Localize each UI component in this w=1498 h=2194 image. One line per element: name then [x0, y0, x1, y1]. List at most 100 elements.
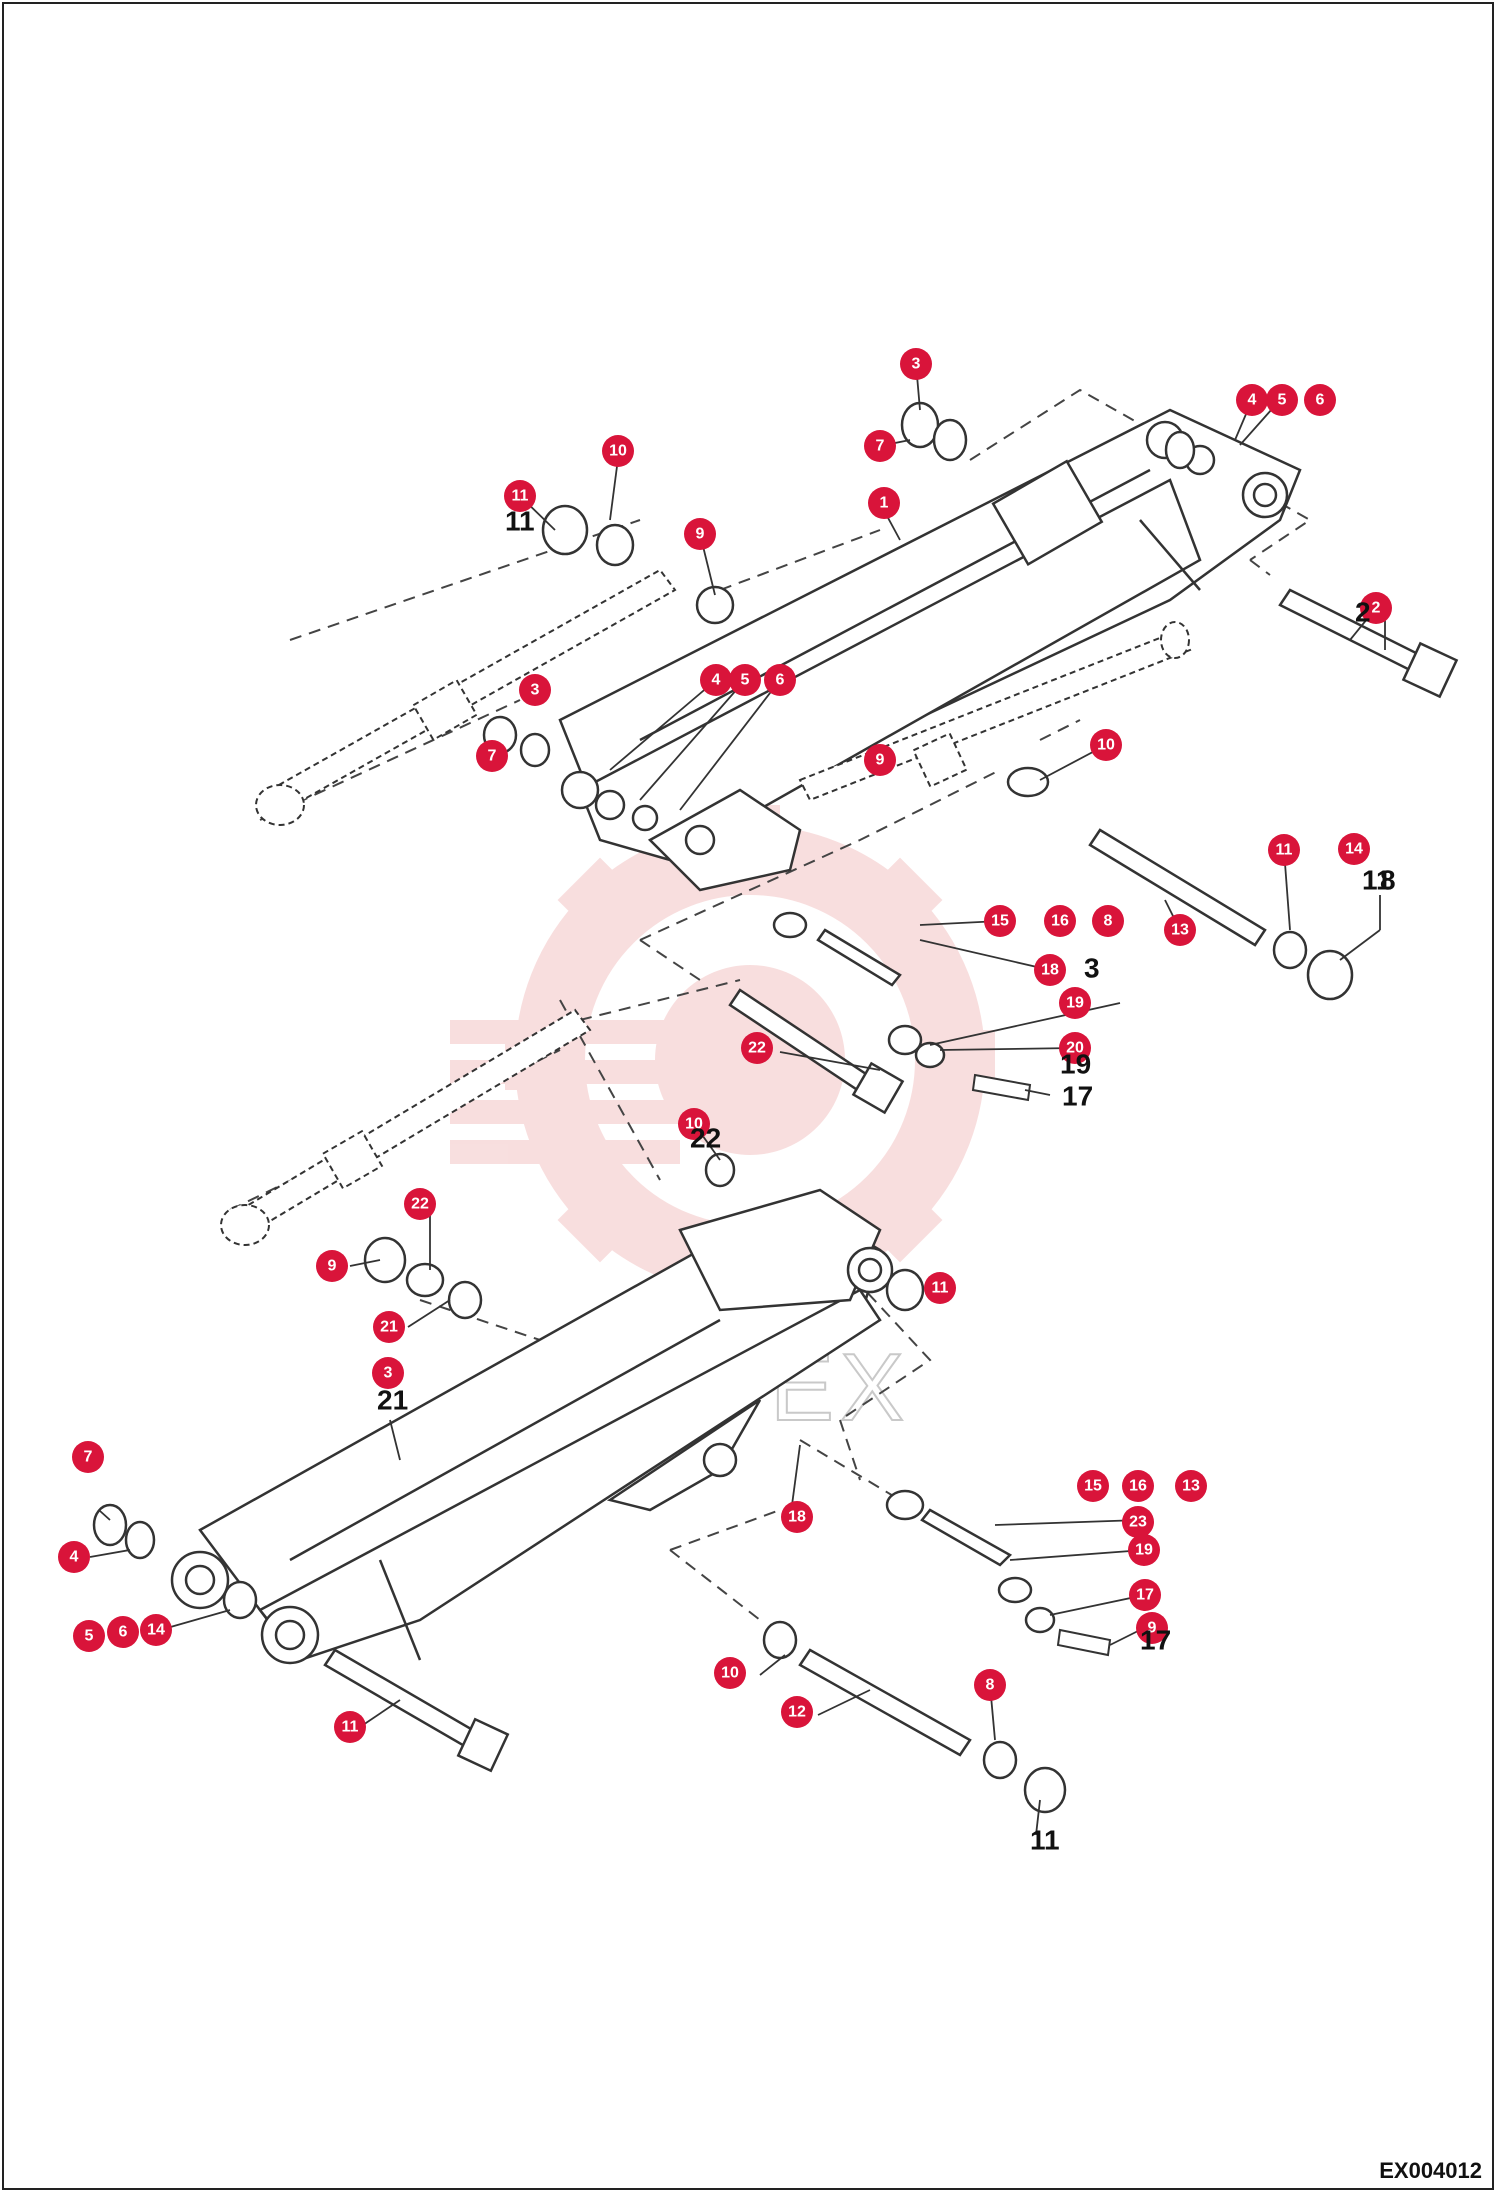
callout-circle — [1266, 384, 1298, 416]
callout-circle — [1338, 833, 1370, 865]
callout-circle — [868, 487, 900, 519]
callout-number: 15 — [1084, 1478, 1102, 1495]
callout-number: 22 — [748, 1040, 766, 1057]
callout-5: 5 — [73, 1620, 105, 1652]
callout-number: 4 — [1248, 392, 1257, 409]
callout-circle — [1128, 1534, 1160, 1566]
part-number-label: 22 — [690, 1123, 721, 1154]
part-number-label: 21 — [377, 1385, 408, 1416]
callout-circle — [73, 1620, 105, 1652]
callout-number: 6 — [776, 672, 785, 689]
callout-number: 11 — [512, 488, 529, 505]
callout-circle — [372, 1357, 404, 1389]
callout-circle — [1059, 1032, 1091, 1064]
callout-number: 9 — [1148, 1620, 1157, 1637]
callout-number: 16 — [1051, 913, 1069, 930]
callout-number: 12 — [788, 1704, 806, 1721]
callout-circle — [1129, 1579, 1161, 1611]
callout-circle — [1034, 954, 1066, 986]
callout-9: 9 — [684, 518, 716, 550]
callout-10: 10 — [1090, 729, 1122, 761]
callout-circle — [1090, 729, 1122, 761]
part-number-label: 11 — [1030, 1825, 1060, 1856]
callout-13: 13 — [1175, 1470, 1207, 1502]
callout-circle — [373, 1311, 405, 1343]
number-label-group: 11 21 18 3 19 17 2 12 21 11 7 — [377, 506, 1396, 1856]
callout-number: 21 — [380, 1319, 398, 1336]
callout-circle — [864, 430, 896, 462]
document-code: EX004012 — [1379, 2158, 1482, 2183]
callout-number: 11 — [342, 1719, 359, 1736]
callout-23: 23 — [1122, 1506, 1154, 1538]
callout-number: 9 — [696, 526, 705, 543]
callout-number: 18 — [1041, 962, 1059, 979]
callout-number: 7 — [84, 1449, 93, 1466]
callout-number: 14 — [147, 1622, 165, 1639]
callout-circle — [741, 1032, 773, 1064]
callout-number: 13 — [1171, 922, 1189, 939]
callout-22: 22 — [404, 1188, 436, 1220]
callout-18: 18 — [781, 1501, 813, 1533]
callout-circle — [700, 664, 732, 696]
callout-number: 19 — [1135, 1542, 1153, 1559]
callout-circle — [729, 664, 761, 696]
callout-number: 18 — [788, 1509, 806, 1526]
callout-number: 17 — [1136, 1587, 1154, 1604]
callout-circle — [900, 348, 932, 380]
callout-11: 11 — [504, 480, 536, 512]
callout-number: 7 — [876, 438, 885, 455]
callout-circle — [476, 740, 508, 772]
part-number-label: 8 — [1380, 865, 1396, 896]
callout-number: 6 — [1316, 392, 1325, 409]
callout-circle — [974, 1669, 1006, 1701]
callout-circle — [678, 1108, 710, 1140]
callout-number: 7 — [488, 748, 497, 765]
part-number-label: 3 — [1084, 953, 1100, 984]
callout-15: 15 — [1077, 1470, 1109, 1502]
pins — [323, 588, 1459, 1773]
callout-circle — [519, 674, 551, 706]
callout-11: 11 — [1268, 834, 1300, 866]
callout-circle — [714, 1657, 746, 1689]
callout-number: 16 — [1129, 1478, 1147, 1495]
callout-6: 6 — [764, 664, 796, 696]
callout-number: 10 — [609, 443, 627, 460]
callout-9: 9 — [316, 1250, 348, 1282]
callout-10: 10 — [602, 435, 634, 467]
callout-circle — [140, 1614, 172, 1646]
callout-15: 15 — [984, 905, 1016, 937]
callout-circle — [1164, 914, 1196, 946]
callout-3: 3 — [519, 674, 551, 706]
callout-number: 22 — [411, 1196, 429, 1213]
callout-21: 21 — [373, 1311, 405, 1343]
callout-circle — [72, 1441, 104, 1473]
callout-number: 5 — [1278, 392, 1287, 409]
callout-number: 20 — [1066, 1040, 1084, 1057]
callout-1: 1 — [868, 487, 900, 519]
part-number-label: 11 — [505, 506, 535, 537]
callout-4: 4 — [700, 664, 732, 696]
callout-circle — [1092, 905, 1124, 937]
bolts — [971, 1073, 1112, 1657]
callout-number: 13 — [1182, 1478, 1200, 1495]
part-number-label: 19 — [1060, 1049, 1091, 1080]
callout-circle — [1122, 1470, 1154, 1502]
callout-number: 11 — [1276, 842, 1293, 859]
callout-number: 10 — [685, 1116, 703, 1133]
callout-circle — [984, 905, 1016, 937]
callout-number: 4 — [70, 1549, 79, 1566]
callout-14: 14 — [1338, 833, 1370, 865]
callout-7: 7 — [72, 1441, 104, 1473]
callout-circle — [58, 1541, 90, 1573]
callout-circle — [684, 518, 716, 550]
callout-number: 5 — [741, 672, 750, 689]
callout-circle — [404, 1188, 436, 1220]
callout-number: 2 — [1372, 600, 1381, 617]
callout-19: 19 — [1128, 1534, 1160, 1566]
callout-11: 11 — [924, 1272, 956, 1304]
callout-circle — [334, 1711, 366, 1743]
callout-8: 8 — [974, 1669, 1006, 1701]
callout-14: 14 — [140, 1614, 172, 1646]
